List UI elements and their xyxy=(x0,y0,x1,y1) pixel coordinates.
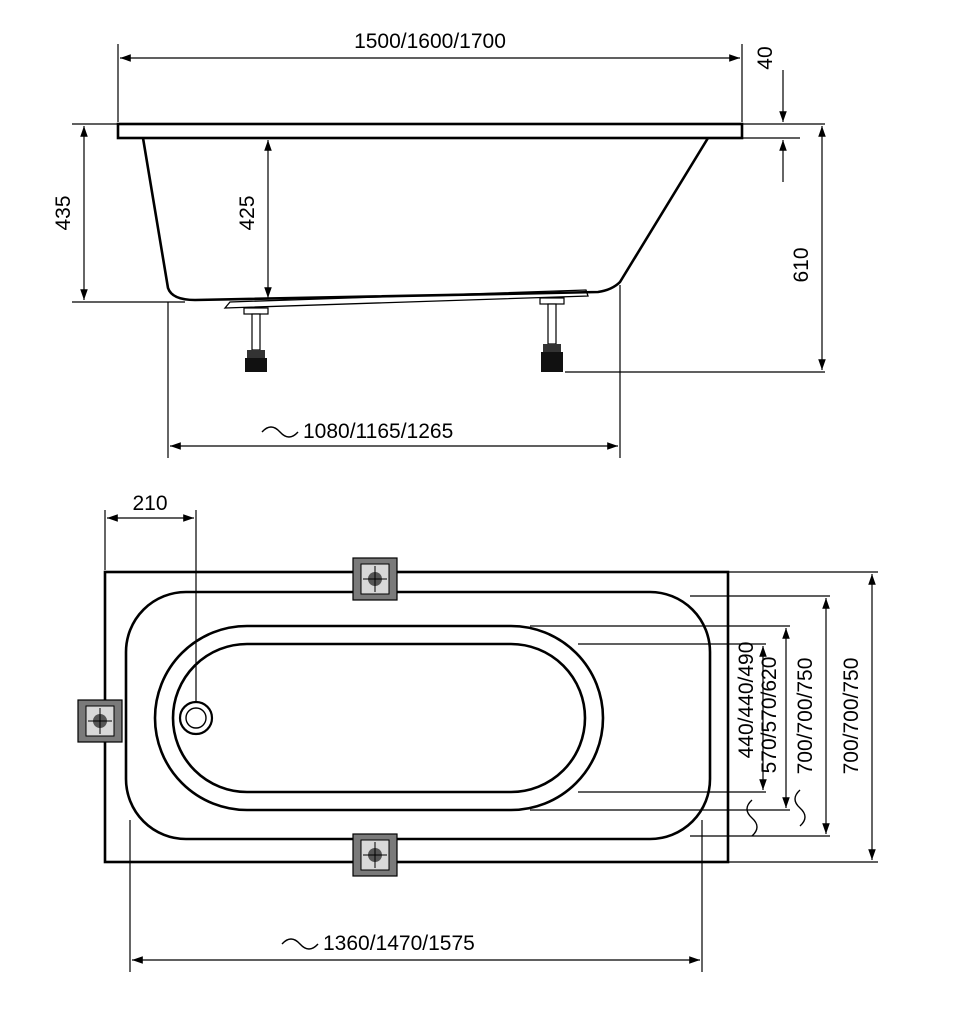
dim-total-width: 700/700/750 xyxy=(840,658,863,775)
approx-symbol xyxy=(281,938,319,950)
bracket-left xyxy=(77,699,123,743)
top-view: 210 440/440/490 570/570/620 700/700/750 … xyxy=(77,492,878,972)
dim-total-length: 1500/1600/1700 xyxy=(354,30,506,53)
approx-symbol xyxy=(746,799,758,837)
bracket-bottom xyxy=(352,833,398,877)
tub-body xyxy=(141,137,710,302)
approx-symbol xyxy=(794,789,806,827)
dim-rim-width: 700/700/750 xyxy=(794,658,817,775)
dim-rim-thickness: 40 xyxy=(754,46,777,69)
dim-drain-offset: 210 xyxy=(132,492,167,515)
leg-right xyxy=(539,297,565,372)
leg-left xyxy=(243,307,269,372)
dim-bottom-width: 570/570/620 xyxy=(758,657,781,774)
dim-inner-length: 1360/1470/1575 xyxy=(323,932,475,955)
dim-total-height: 435 xyxy=(52,195,75,230)
tub-basin xyxy=(153,624,605,812)
dim-leg-span: 1080/1165/1265 xyxy=(303,420,453,443)
dim-height-with-legs: 610 xyxy=(790,247,813,282)
side-view: 1500/1600/1700 40 435 425 610 1080/1165/… xyxy=(52,30,826,458)
tub-rim xyxy=(116,122,744,140)
tub-floor xyxy=(171,642,587,794)
dim-inner-width: 440/440/490 xyxy=(735,642,758,759)
tub-base xyxy=(223,289,589,309)
tub-inner-rim xyxy=(124,590,712,841)
drain-icon xyxy=(178,700,214,736)
dim-inner-depth: 425 xyxy=(236,195,259,230)
bracket-top xyxy=(352,557,398,601)
approx-symbol xyxy=(261,426,299,438)
